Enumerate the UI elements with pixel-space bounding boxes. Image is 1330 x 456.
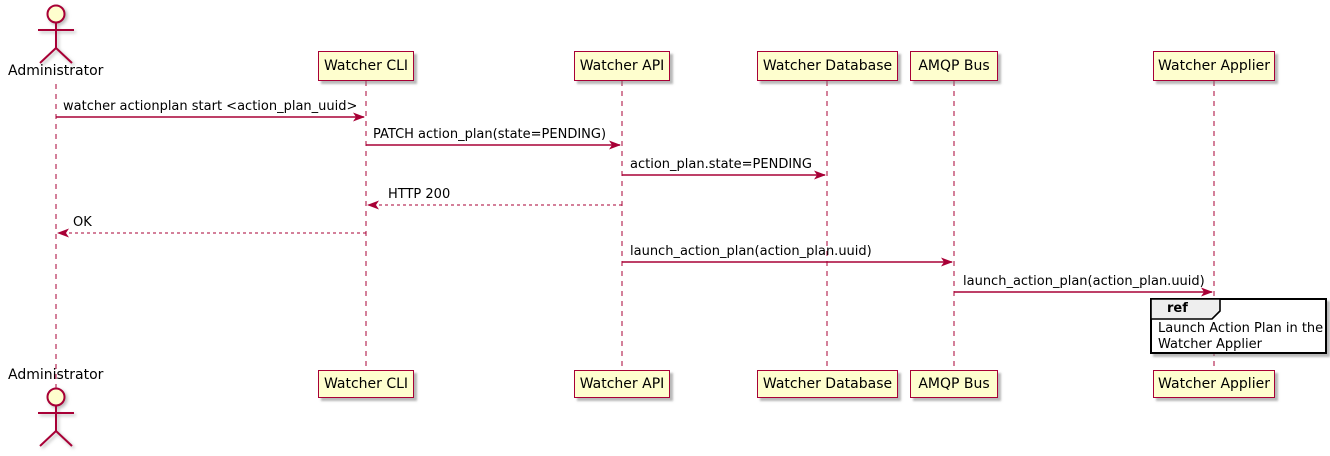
actor-icon-top <box>38 4 74 64</box>
participant-amqp-bus-top: AMQP Bus <box>910 51 998 81</box>
message-label-launch-action-plan-amqp: launch_action_plan(action_plan.uuid) <box>630 244 872 259</box>
message-label-http-200: HTTP 200 <box>388 187 451 202</box>
ref-text-line2: Watcher Applier <box>1158 337 1262 352</box>
participant-watcher-api-top: Watcher API <box>574 51 670 81</box>
message-label-patch-action-plan: PATCH action_plan(state=PENDING) <box>373 127 607 142</box>
participant-watcher-applier-top: Watcher Applier <box>1153 51 1275 81</box>
message-label-ok: OK <box>73 215 92 230</box>
actor-label-administrator-bottom: Administrator <box>8 367 104 383</box>
actor-label-administrator-top: Administrator <box>8 63 104 79</box>
message-label-actionplan-start: watcher actionplan start <action_plan_uu… <box>63 99 358 114</box>
participant-amqp-bus-bottom: AMQP Bus <box>910 370 998 398</box>
ref-header-pentagon <box>1150 298 1221 320</box>
ref-fragment: ref Launch Action Plan in the Watcher Ap… <box>1150 298 1327 354</box>
participant-watcher-database-bottom: Watcher Database <box>757 370 898 398</box>
ref-text-line1: Launch Action Plan in the <box>1158 321 1324 336</box>
participant-watcher-cli-bottom: Watcher CLI <box>318 370 414 398</box>
ref-keyword: ref <box>1167 301 1188 316</box>
participant-watcher-api-bottom: Watcher API <box>574 370 670 398</box>
participant-watcher-database-top: Watcher Database <box>757 51 898 81</box>
actor-icon-bottom <box>38 387 74 447</box>
participant-watcher-cli-top: Watcher CLI <box>318 51 414 81</box>
message-label-launch-action-plan-applier: launch_action_plan(action_plan.uuid) <box>963 274 1205 289</box>
participant-watcher-applier-bottom: Watcher Applier <box>1153 370 1275 398</box>
message-label-state-pending: action_plan.state=PENDING <box>630 157 812 172</box>
